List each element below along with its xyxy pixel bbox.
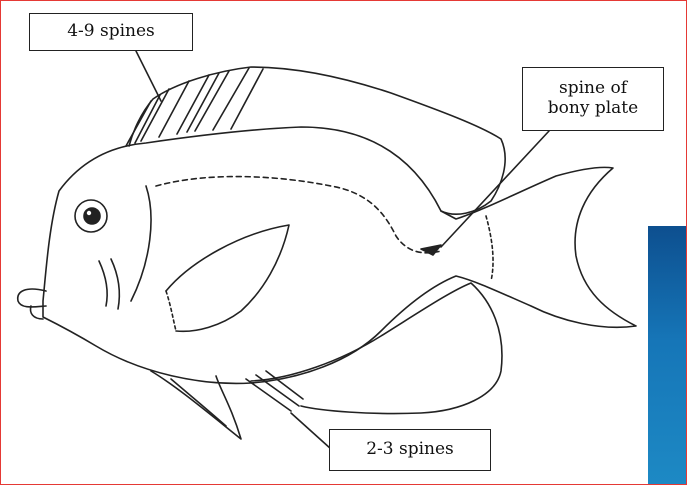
label-bottom-spines-text: 2-3 spines	[366, 440, 454, 460]
dorsal-spine-5	[195, 71, 229, 131]
dorsal-spine-3	[159, 81, 189, 137]
label-bony-plate-line2: bony plate	[548, 99, 638, 119]
leader-line-right	[441, 131, 549, 247]
blue-side-panel	[648, 226, 687, 484]
dorsal-spine-6	[213, 68, 249, 130]
mouth	[18, 289, 46, 307]
pelvic-fin-ray	[171, 379, 226, 426]
fish-body-outline	[43, 127, 636, 383]
eye-pupil	[84, 208, 100, 224]
cheek-line-1	[99, 261, 107, 306]
label-bottom-spines: 2-3 spines	[329, 429, 491, 471]
gill-cover	[131, 186, 151, 301]
lateral-line	[156, 177, 441, 253]
dorsal-spine-1	[126, 101, 151, 146]
anal-fin	[251, 283, 502, 414]
dorsal-spine-7	[231, 69, 263, 129]
dorsal-spine-9	[187, 73, 219, 132]
cheek-line-2	[111, 259, 119, 309]
caudal-peduncle	[486, 216, 493, 281]
label-bony-plate-line1: spine of	[559, 79, 627, 99]
pectoral-fin-base	[166, 291, 176, 331]
lower-lip	[31, 306, 44, 319]
eye-highlight	[87, 211, 91, 215]
leader-line-top	[136, 51, 161, 101]
label-bony-plate: spine of bony plate	[522, 67, 664, 131]
pectoral-fin	[166, 225, 289, 331]
label-top-spines-text: 4-9 spines	[67, 22, 155, 42]
bony-plate-spine	[421, 245, 441, 255]
leader-line-bottom	[291, 413, 331, 449]
label-top-spines: 4-9 spines	[29, 13, 193, 51]
